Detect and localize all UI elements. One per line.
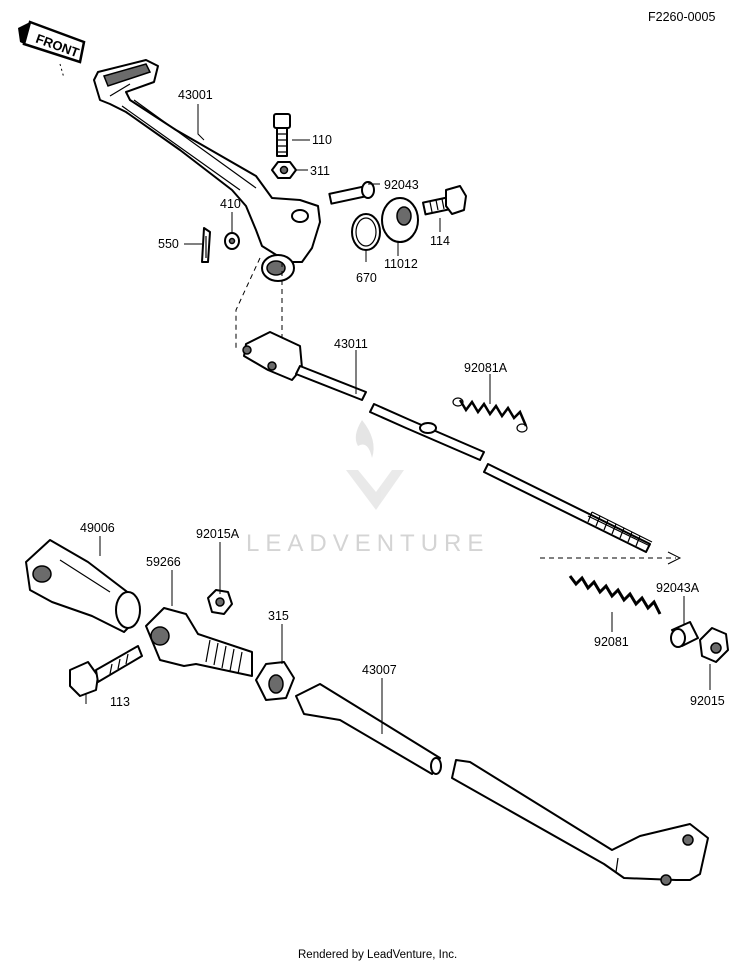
diagram-id: F2260-0005 xyxy=(648,10,715,24)
washer-11012 xyxy=(381,197,419,243)
brake-rod-43007 xyxy=(295,683,709,886)
label-92015: 92015 xyxy=(690,694,725,708)
label-110: 110 xyxy=(312,133,332,147)
collar-92043a xyxy=(670,621,699,648)
watermark-logo-icon xyxy=(346,420,404,510)
bolt-110 xyxy=(273,113,291,157)
label-113: 113 xyxy=(110,695,130,709)
spring-92081 xyxy=(568,575,662,615)
label-43011: 43011 xyxy=(334,337,368,351)
bolt-114 xyxy=(422,185,467,216)
washer-410 xyxy=(224,232,240,250)
leader-lines xyxy=(85,104,711,734)
label-92043: 92043 xyxy=(384,178,419,192)
spring-92081a xyxy=(452,397,528,433)
guide-line-upper xyxy=(235,257,283,350)
label-59266: 59266 xyxy=(146,555,181,569)
label-315: 315 xyxy=(268,609,289,623)
label-92043a: 92043A xyxy=(656,581,700,595)
bolt-92043 xyxy=(328,181,375,205)
wing-nut-92015 xyxy=(699,627,729,663)
front-arrow-icon: FRONT xyxy=(18,20,86,79)
label-11012: 11012 xyxy=(384,257,418,271)
label-92081: 92081 xyxy=(594,635,629,649)
rod-end-49006 xyxy=(25,539,141,633)
rod-end-59266 xyxy=(145,607,253,677)
bolt-113 xyxy=(69,645,143,697)
label-550: 550 xyxy=(158,237,179,251)
label-43001: 43001 xyxy=(178,88,213,102)
label-410: 410 xyxy=(220,197,241,211)
footer-credit: Rendered by LeadVenture, Inc. xyxy=(298,949,457,961)
oring-670 xyxy=(351,213,381,251)
cotter-pin-550 xyxy=(201,227,211,263)
label-92081a: 92081A xyxy=(464,361,508,375)
watermark-text: LEADVENTURE xyxy=(246,530,489,557)
label-670: 670 xyxy=(356,271,377,285)
label-43007: 43007 xyxy=(362,663,397,677)
nut-311 xyxy=(271,161,297,179)
brake-rod-clevis xyxy=(242,331,303,381)
nut-315 xyxy=(255,661,295,701)
label-114: 114 xyxy=(430,234,450,248)
label-311: 311 xyxy=(310,164,330,178)
brake-pedal xyxy=(93,59,321,282)
nut-92015a xyxy=(207,589,233,615)
brake-rod-43011 xyxy=(295,365,653,553)
label-92015a: 92015A xyxy=(196,527,240,541)
label-49006: 49006 xyxy=(80,521,115,535)
